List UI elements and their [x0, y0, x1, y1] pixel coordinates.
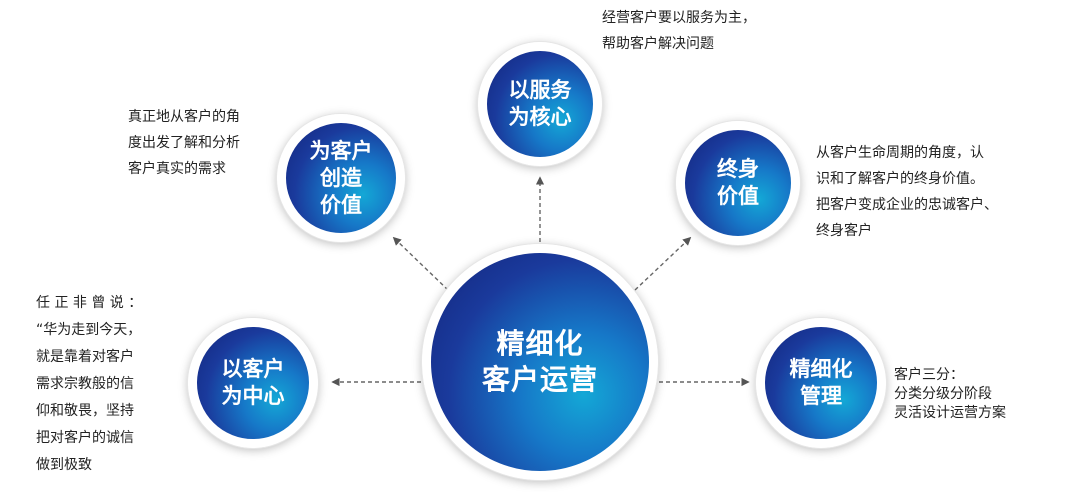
- center-node: 精细化 客户运营: [422, 244, 658, 480]
- center-node-label: 精细化 客户运营: [481, 327, 598, 396]
- note-management: 客户三分： 分类分级分阶段 灵活设计运营方案: [894, 367, 1006, 421]
- node-service-label: 以服务 为核心: [508, 78, 572, 129]
- arrow-to-lifetime: [634, 236, 692, 291]
- node-customer-centric-label: 以客户 为中心: [221, 357, 285, 408]
- node-lifetime: 终身 价值: [676, 121, 800, 245]
- node-service: 以服务 为核心: [478, 42, 602, 166]
- node-lifetime-label: 终身 价值: [717, 157, 759, 208]
- node-value-label: 为客户 创造 价值: [309, 138, 373, 217]
- node-value: 为客户 创造 价值: [277, 114, 405, 242]
- node-management-label: 精细化 管理: [789, 357, 853, 408]
- note-lifetime: 从客户生命周期的角度，认 识和了解客户的终身价值。 把客户变成企业的忠诚客户、 …: [816, 145, 998, 239]
- arrow-to-value: [392, 236, 449, 291]
- node-customer-centric: 以客户 为中心: [188, 318, 318, 448]
- note-customer-centric: 任 正 非 曾 说 ： “华为走到今天， 就是靠着对客户 需求宗教般的信 仰和敬…: [36, 295, 143, 473]
- note-value: 真正地从客户的角 度出发了解和分析 客户真实的需求: [128, 109, 240, 177]
- note-service: 经营客户要以服务为主， 帮助客户解决问题: [602, 10, 756, 52]
- node-management: 精细化 管理: [756, 318, 886, 448]
